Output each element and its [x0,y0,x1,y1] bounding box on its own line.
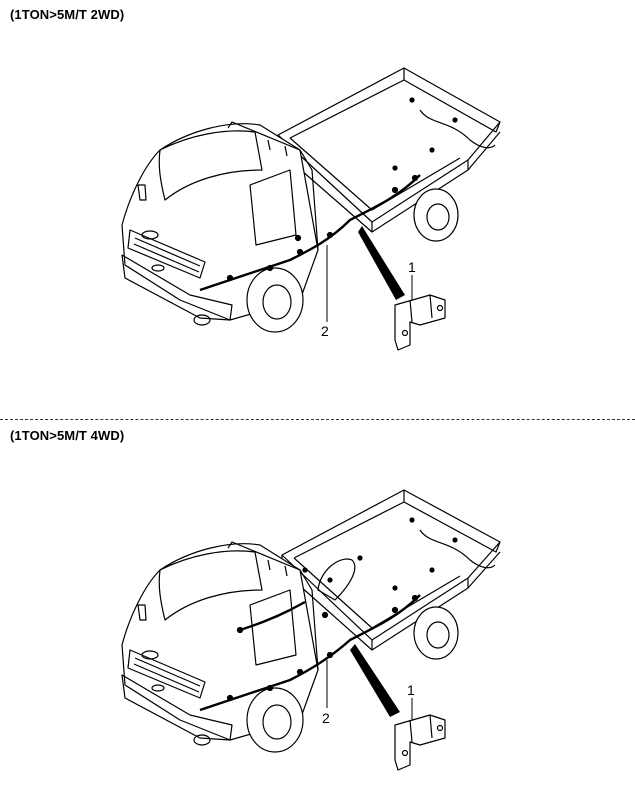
harness-connectors [226,517,458,702]
cargo-bed [281,489,501,651]
truck-wiring-diagram-4wd: 1 2 [121,489,501,771]
rear-wheel [413,606,459,660]
wiring-harness [199,174,421,292]
callout-part-2: 2 [321,323,329,339]
harness-connectors [226,97,458,282]
rear-wheel [413,188,459,242]
callout-part-1: 1 [408,259,416,275]
cargo-bed [277,67,501,233]
section-title-2wd: (1TON>5M/T 2WD) [10,7,125,22]
callout-part-1: 1 [407,682,415,698]
front-wheel [246,267,304,333]
callout-part-2: 2 [322,710,330,726]
bracket-part [394,714,446,771]
detail-pointer [358,226,405,300]
detail-pointer [350,644,400,717]
front-wheel [246,687,304,753]
section-title-4wd: (1TON>5M/T 4WD) [10,428,125,443]
truck-wiring-diagram-2wd: 1 2 [121,67,501,351]
section-divider [0,419,635,420]
wiring-harness [199,594,421,712]
bracket-part [394,294,446,351]
